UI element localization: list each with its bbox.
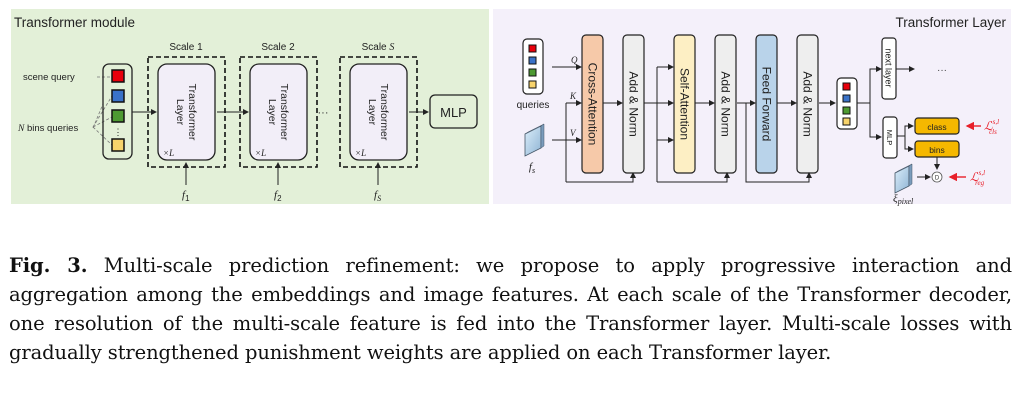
scale-label: Scale S [362, 42, 395, 53]
repeat-label: ×L [255, 148, 266, 158]
query-square [528, 68, 537, 77]
mlp-label: MLP [440, 105, 467, 120]
feature-map-icon [524, 123, 545, 157]
block-label: Feed Forward [760, 67, 774, 142]
bins-label: bins [929, 145, 945, 155]
right-panel-title: Transformer Layer [895, 15, 1006, 30]
dot-op-label: D [935, 176, 940, 182]
scale-group-1: Scale 1 TransformerLayer×L f1 [147, 42, 226, 203]
bin-query-square-1 [111, 89, 125, 103]
query-square [528, 56, 537, 65]
scale-ellipsis: ··· [318, 107, 329, 119]
repeat-label: ×L [355, 148, 366, 158]
k-label: K [569, 91, 577, 101]
block-label: Add & Norm [627, 71, 641, 136]
feature-label: f1 [182, 189, 190, 203]
left-panel-transformer-module: Transformer module scene query N bins qu… [11, 9, 489, 204]
right-panel-background [493, 9, 1011, 204]
caption-text: Multi-scale prediction refinement: we pr… [9, 254, 1012, 364]
query-square [528, 80, 537, 89]
class-label: class [927, 122, 946, 132]
caption-label: Fig. 3. [9, 254, 88, 277]
transformer-layer-label: TransformerLayer [174, 84, 198, 141]
scene-query-square [111, 69, 125, 83]
arrow [869, 66, 882, 103]
block-self-attention: Self-Attention [673, 34, 696, 174]
query-square [842, 117, 851, 126]
bins-queries-label: N bins queries [17, 123, 78, 134]
residual-arrow [657, 172, 730, 183]
transformer-layer-block [349, 63, 408, 161]
figure-diagram: Transformer module scene query N bins qu… [11, 9, 1011, 206]
arrow [904, 136, 914, 152]
query-square [842, 106, 851, 115]
scale-label: Scale 2 [261, 42, 295, 53]
queries-label: queries [517, 100, 550, 111]
mlp-block [429, 94, 478, 129]
left-panel-title: Transformer module [14, 15, 135, 30]
bin-query-square-n [111, 138, 125, 152]
mlp-head-label: MLP [885, 130, 894, 145]
vertical-ellipsis: ⋮ [114, 127, 123, 137]
transformer-layer-block [249, 63, 308, 161]
block-rect [581, 34, 604, 174]
dot-product-op [931, 171, 943, 183]
block-label: Cross-Attention [586, 63, 600, 146]
v-label: V [570, 128, 577, 138]
block-rect [755, 34, 778, 174]
residual-arrow [566, 172, 636, 183]
pixel-feature-label: ξpixel [893, 193, 914, 206]
query-square [528, 44, 537, 53]
feature-label: f2 [274, 189, 282, 203]
mlp-head-block [882, 116, 898, 159]
block-label: Self-Attention [678, 68, 692, 140]
query-square [842, 82, 851, 91]
class-head [914, 117, 960, 135]
feature-fs-label: fs [529, 161, 535, 175]
bin-query-square-2 [111, 109, 125, 123]
block-cross-attention: Cross-Attention [581, 34, 604, 174]
arrow [897, 123, 914, 137]
figure-caption: Fig. 3. Multi-scale prediction refinemen… [9, 251, 1012, 367]
next-ellipsis: ··· [937, 65, 947, 76]
right-panel-transformer-layer: Transformer Layer queries fs Q K V Cross… [493, 9, 1011, 206]
block-add-norm: Add & Norm [796, 34, 819, 174]
scale-group-2: Scale 2 TransformerLayer×L f2 [239, 42, 318, 203]
block-label: Add & Norm [801, 71, 815, 136]
scene-query-label: scene query [23, 72, 75, 83]
q-label: Q [571, 55, 578, 65]
bins-head [914, 140, 960, 158]
block-feed-forward: Feed Forward [755, 34, 778, 174]
arrow [869, 103, 882, 140]
block-add-norm: Add & Norm [622, 34, 645, 174]
next-layer-label: next layer [884, 48, 894, 87]
transformer-layer-label: TransformerLayer [266, 84, 290, 141]
feature-label: fS [374, 189, 381, 203]
next-layer-block [881, 37, 897, 100]
block-rect [673, 34, 696, 174]
queries-stack [522, 38, 544, 95]
residual-arrow [745, 103, 812, 183]
transformer-layer-label: TransformerLayer [366, 84, 390, 141]
transformer-layer-block [157, 63, 216, 161]
scale-group-3: Scale S TransformerLayer×L fS [339, 42, 418, 203]
block-label: Add & Norm [719, 71, 733, 136]
query-square [842, 94, 851, 103]
repeat-label: ×L [163, 148, 174, 158]
block-add-norm: Add & Norm [714, 34, 737, 174]
pixel-feature-icon [894, 163, 913, 194]
block-rect [622, 34, 645, 174]
scale-label: Scale 1 [169, 42, 203, 53]
